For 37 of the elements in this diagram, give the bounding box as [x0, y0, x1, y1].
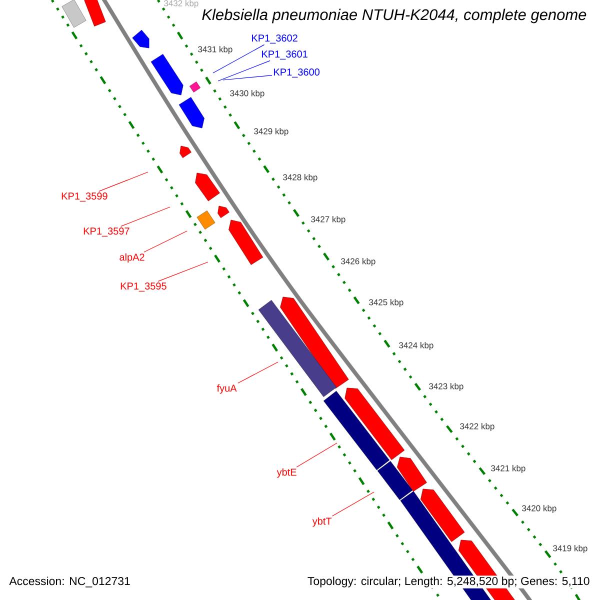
leader-line [222, 75, 272, 80]
gene-label: ybtE [276, 468, 296, 478]
accession-text: Accession: NC_012731 [8, 576, 132, 588]
gene-label: KP1_3595 [120, 282, 166, 292]
tick-label: 3419 kbp [553, 545, 588, 553]
leader-line [238, 362, 278, 384]
leader-line [158, 262, 208, 282]
tick-label: 3425 kbp [369, 299, 404, 307]
tick-label: 3422 kbp [460, 423, 494, 431]
tick-label: 3430 kbp [230, 90, 264, 98]
leader-line [144, 230, 188, 252]
gene-label: KP1_3602 [252, 34, 298, 44]
leader-line [218, 60, 270, 82]
leader-line [212, 44, 265, 74]
tick-label: 3424 kbp [399, 342, 434, 350]
gene-label: KP1_3597 [84, 228, 130, 236]
summary-text: Topology: circular; Length: 5,248,520 bp; Genes: 5,110 [306, 576, 591, 588]
tick-label: 3432 kbp [164, 0, 198, 8]
gene-label: alpA2 [120, 253, 144, 263]
tick-label: 3429 kbp [254, 128, 288, 136]
tick-label: 3428 kbp [283, 174, 318, 182]
gene-label: KP1_3600 [274, 68, 320, 78]
tick-label: 3427 kbp [311, 216, 346, 224]
gene-label: ybtT [312, 517, 332, 527]
leader-line [120, 206, 170, 227]
map-title: Klebsiella pneumoniae NTUH-K2044, complete genome [200, 8, 588, 24]
tick-label: 3420 kbp [522, 505, 556, 513]
tick-label: 3426 kbp [341, 258, 376, 266]
gene-label: KP1_3601 [262, 50, 308, 60]
tick-label: 3421 kbp [491, 465, 526, 473]
gene-label: fyuA [216, 384, 237, 394]
leader-line [98, 172, 148, 192]
tick-label: 3423 kbp [429, 383, 464, 391]
leader-line [332, 492, 374, 516]
gene-label: KP1_3599 [62, 192, 108, 202]
leader-line [296, 442, 338, 468]
tick-label: 3431 kbp [198, 46, 232, 54]
